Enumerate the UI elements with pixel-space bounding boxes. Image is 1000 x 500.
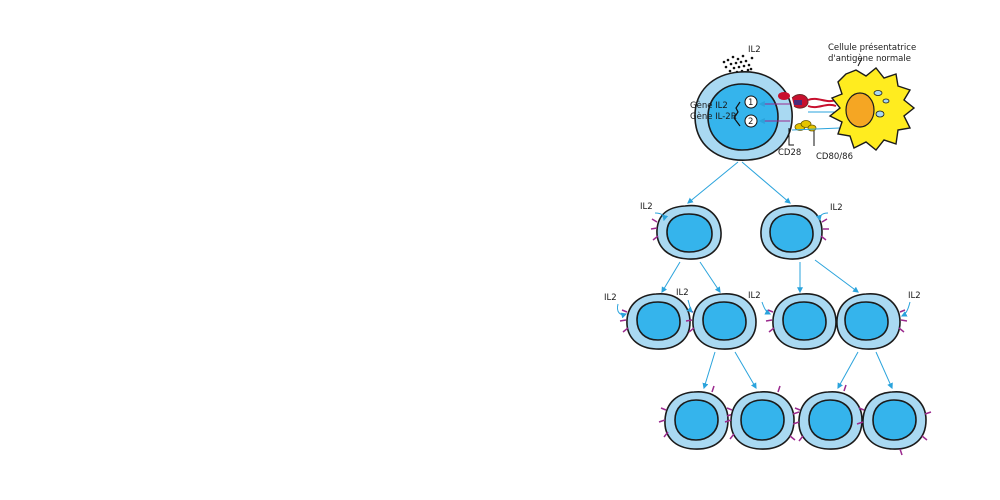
step-2-label: 2 [748, 117, 753, 127]
il2-label-gen2-b: IL2 [676, 288, 689, 298]
il2-label-gen2-c: IL2 [748, 291, 761, 301]
il2-label-gen1-left: IL2 [640, 202, 653, 212]
cd80-86-label: CD80/86 [816, 152, 853, 162]
gen3-cell-c [792, 384, 863, 450]
arrow-gen2b-to-gen3a [702, 351, 716, 390]
step-2-circle [744, 114, 758, 128]
il2-label-gen1-right: IL2 [830, 203, 843, 213]
apc-label-line2: d'antigène normale [828, 53, 911, 64]
il2-label-gen2-d: IL2 [908, 291, 921, 301]
antigen-presenting-cell [828, 67, 916, 151]
gen2-cell-c [765, 293, 837, 350]
arrow-gen1r-to-gen2d [814, 259, 859, 293]
il2-arrow-gen2-d [900, 301, 911, 317]
arrow-gen1l-to-gen2b [699, 261, 721, 293]
il2-arrow-gen2-c [761, 301, 772, 315]
arrow-gen1l-to-gen2a [661, 261, 681, 294]
arrow-gen2d-to-gen3d [875, 351, 893, 390]
gen1-cell-right [760, 205, 829, 260]
gen2-cell-b [685, 293, 757, 350]
arrow-top-to-gen1-right [741, 161, 791, 204]
gen3-cell-a [658, 385, 734, 450]
il2-arrow-gen2-b [686, 299, 693, 313]
step-1-label: 1 [748, 98, 753, 108]
gen3-cell-d [856, 391, 932, 456]
gen1-cell-left [650, 204, 722, 260]
gene-il2-label: Gène IL2 [690, 100, 728, 111]
arrow-gen2b-to-gen3b [734, 351, 757, 390]
gene-bracket [733, 101, 741, 127]
activated-t-cell [694, 71, 793, 161]
il2-arrow-gen2-a [617, 303, 628, 319]
apc-label-line1: Cellule présentatrice [828, 42, 916, 53]
gene-il2r-label: Gène IL-2R [690, 111, 737, 122]
il2-arrow-gen1-left [654, 212, 669, 222]
il2-secreted-blob [778, 92, 790, 100]
apc-pointer-line [857, 57, 863, 67]
il2-arrow-gen1-right [815, 212, 829, 222]
cd28-label: CD28 [778, 148, 801, 158]
arrow-top-to-gen1-left [687, 161, 739, 204]
cd28-cd80-complex [788, 120, 841, 146]
arrow-gen2d-to-gen3c [837, 351, 859, 390]
gen2-cell-a [619, 293, 691, 350]
il2-top-label: IL2 [748, 45, 761, 55]
gen2-cell-d [836, 293, 908, 350]
gen3-cell-b [724, 385, 800, 450]
step-1-circle [744, 95, 758, 109]
il2-secretion-dots [722, 54, 754, 74]
il2-label-gen2-a: IL2 [604, 293, 617, 303]
